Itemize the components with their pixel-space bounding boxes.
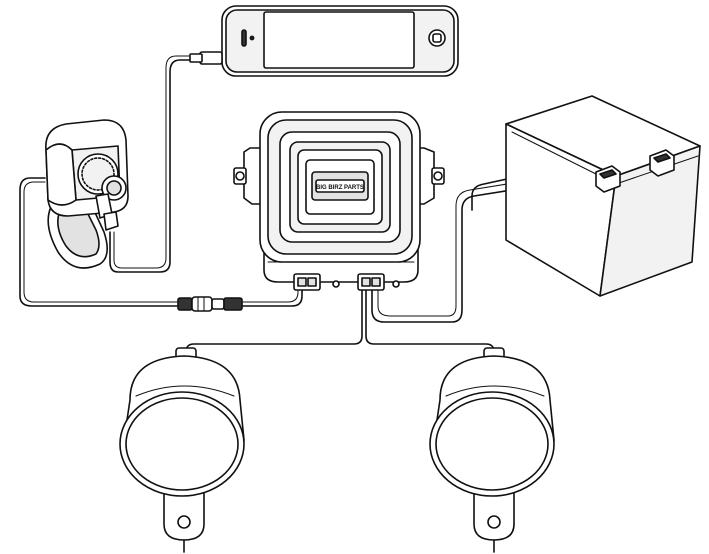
connector-icon (177, 296, 243, 312)
phone-cable-inner (113, 55, 190, 269)
amplifier-icon: BIG BIRZ PARTS (233, 111, 445, 291)
handlebar-remote-icon (45, 119, 129, 269)
speaker-wire-right (365, 281, 495, 361)
speaker-icon (429, 347, 555, 553)
control-cable (19, 177, 181, 307)
control-cable-inner (23, 181, 181, 303)
battery-cable-inner (377, 167, 607, 317)
battery-cable (371, 175, 601, 323)
battery-icon (505, 95, 701, 297)
amp-input-cable (239, 281, 303, 307)
speaker-icon (119, 347, 245, 553)
speaker-wire-left (185, 281, 363, 361)
amp-input-cable-inner (239, 281, 299, 303)
phone-cable (109, 59, 193, 273)
smartphone-icon (189, 5, 459, 77)
amplifier-brand-label: BIG BIRZ PARTS (316, 185, 364, 191)
